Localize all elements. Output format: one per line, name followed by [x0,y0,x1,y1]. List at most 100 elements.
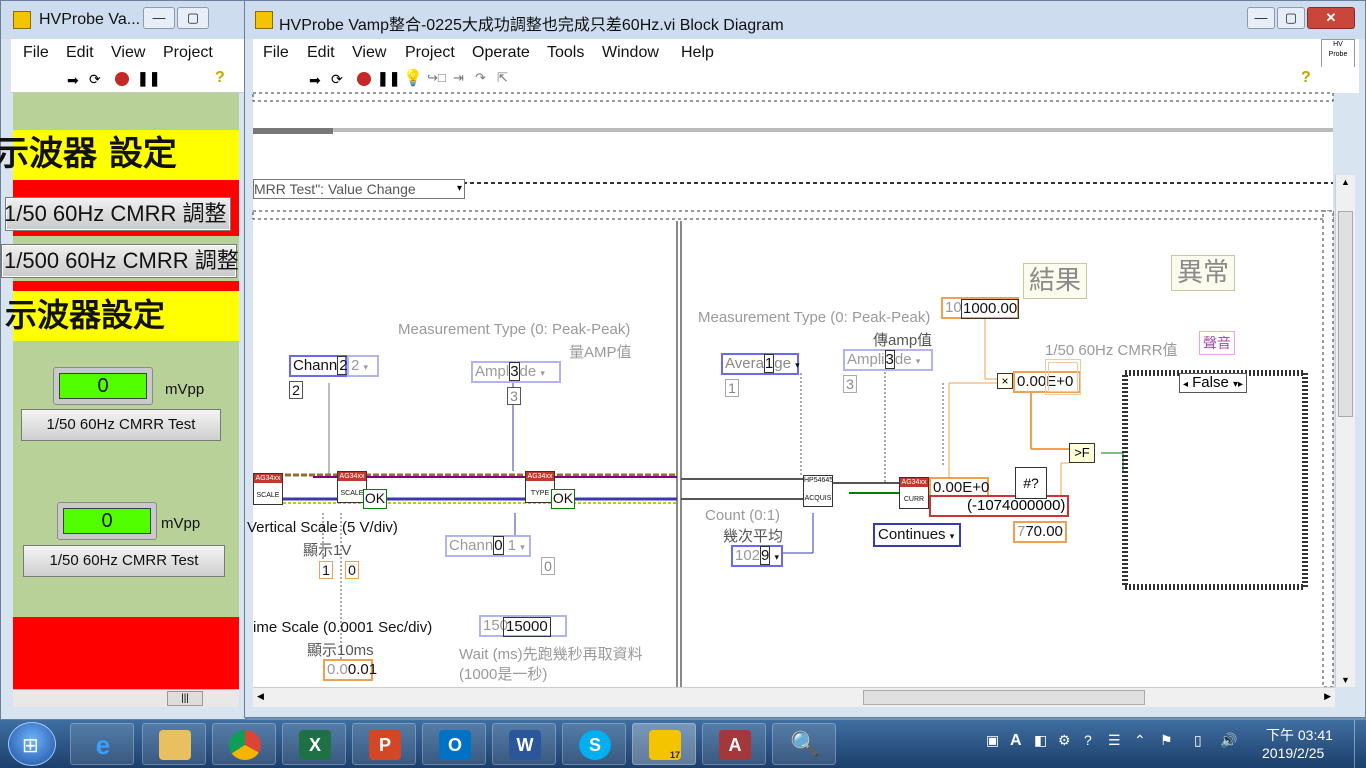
value-770-constant[interactable]: 770.00 [1013,521,1067,543]
red-bar-bottom [13,617,239,691]
channel-bottom-ring[interactable]: Chann0 1 ▾ [445,535,531,557]
case-next-icon[interactable]: ▾▸ [1233,379,1244,390]
diagram-canvas[interactable]: MRR Test": Value Change ▾ Measurement Ty… [247,92,1334,688]
taskbar-chrome[interactable] [212,723,276,765]
event-case-dropdown-icon[interactable]: ▾ [456,183,462,194]
bd-menu-operate[interactable]: Operate [472,44,530,61]
front-titlebar[interactable]: HVProbe Va... — ▢ [1,1,247,39]
front-hscrollbar[interactable]: ||| [13,689,239,707]
count-constant[interactable]: 1029 ▾ [731,545,783,567]
multiply-icon[interactable]: × [997,373,1013,389]
minimize-button[interactable]: — [143,7,175,29]
taskbar-skype[interactable]: S [562,723,626,765]
bd-menu-window[interactable]: Window [602,44,659,61]
bd-menu-project[interactable]: Project [405,44,455,61]
bd-minimize-button[interactable]: — [1247,7,1275,29]
bd-vscroll-down-icon[interactable]: ▼ [1341,675,1350,685]
step-over-icon[interactable]: ↷ [475,70,486,85]
taskbar-outlook[interactable]: O [422,723,486,765]
continues-ring[interactable]: Continues ▾ [873,523,961,547]
scale-node-2[interactable]: AG34xx SCALE [337,471,367,503]
type-node[interactable]: AG34xx TYPE [525,471,555,503]
bd-titlebar[interactable]: HVProbe Vamp整合-0225大成功調整也完成只差60Hz.vi Blo… [245,1,1365,39]
bd-menu-view[interactable]: View [352,44,387,61]
clock-date[interactable]: 2019/2/25 [1262,745,1325,761]
tray-app-icon-1[interactable]: ◧ [1034,732,1048,748]
bd-pause-icon[interactable]: ❚❚ [377,70,401,86]
retain-wire-values-icon[interactable]: ↪□ [427,70,446,85]
taskbar-labview[interactable]: 17 [632,723,696,765]
cmrr-test-button-1[interactable]: 1/50 60Hz CMRR Test [21,409,221,441]
pause-icon[interactable]: ❚❚ [137,70,161,86]
taskbar-explorer[interactable] [142,723,206,765]
bd-vscrollbar[interactable]: ▲ ▼ [1335,175,1355,687]
tray-help-icon[interactable]: ? [1084,732,1092,748]
cmrr-500-adjust-button[interactable]: 1/500 60Hz CMRR 調整 [1,244,239,278]
tray-power-icon[interactable]: ▯ [1194,732,1202,748]
menu-view[interactable]: View [111,44,146,61]
menu-edit[interactable]: Edit [66,44,94,61]
tray-app-icon-2[interactable]: ⚙ [1058,732,1071,748]
bd-maximize-button[interactable]: ▢ [1277,7,1305,29]
bd-menu-help[interactable]: Help [681,44,714,61]
curr-node[interactable]: AG34xx CURR [899,477,929,509]
run-continuously-icon[interactable]: ⟳ [89,71,101,87]
sound-vi-icon[interactable]: #? [1015,467,1047,499]
average-ring[interactable]: Avera1ge ▾ [721,353,800,375]
bd-menu-tools[interactable]: Tools [547,44,585,61]
time-scale-constant[interactable]: 0.00.01 [323,659,377,681]
bd-hscroll-thumb[interactable] [863,690,1145,705]
case-selector[interactable]: ◂ False ▾▸ [1179,373,1247,393]
bd-run-icon[interactable]: ➡ [309,72,321,88]
tray-flag-icon[interactable]: ⚑ [1160,732,1173,748]
taskbar-excel[interactable]: X [282,723,346,765]
bd-vscroll-thumb[interactable] [1338,211,1353,417]
tray-app-icon-3[interactable]: ☰ [1108,732,1121,748]
tray-volume-icon[interactable]: 🔊 [1220,732,1238,748]
bd-abort-icon[interactable] [357,72,371,86]
event-case-selector[interactable]: MRR Test": Value Change ▾ [253,179,465,199]
taskbar-magnifier[interactable]: 🔍 [772,723,836,765]
hp54645-node[interactable]: HP54645 ACQUIS [803,475,833,507]
taskbar-access[interactable]: A [702,723,766,765]
taskbar-word[interactable]: W [492,723,556,765]
clock-time[interactable]: 下午 03:41 [1266,727,1333,743]
tray-network-icon[interactable]: ▣ [986,732,1000,748]
tray-ime-icon[interactable]: A [1010,732,1022,749]
highlight-execution-icon[interactable]: 💡 [403,70,423,87]
amplitude-ring-right[interactable]: Ampli3de ▾ [843,349,933,371]
bd-close-button[interactable]: ✕ [1307,7,1355,29]
help-icon[interactable]: ? [215,69,225,86]
bd-run-continuously-icon[interactable]: ⟳ [331,71,343,87]
channel-ring[interactable]: 2 ▾ [347,355,379,377]
run-arrow-icon[interactable]: ➡ [67,72,79,88]
bd-vscroll-up-icon[interactable]: ▲ [1341,177,1350,187]
amplitude-ring-left[interactable]: Ampl3de ▾ [471,361,561,383]
cmrr-50-adjust-button[interactable]: 1/50 60Hz CMRR 調整 [4,197,231,231]
scale-node-1[interactable]: AG34xx SCALE [253,473,283,505]
step-into-icon[interactable]: ⇥ [453,70,464,85]
front-scroll-thumb[interactable]: ||| [167,691,203,706]
menu-project[interactable]: Project [163,44,213,61]
taskbar-powerpoint[interactable]: P [352,723,416,765]
compare-function-icon[interactable]: >F [1069,443,1095,463]
menu-file[interactable]: File [23,44,49,61]
bd-menu-edit[interactable]: Edit [307,44,335,61]
bd-help-icon[interactable]: ? [1301,69,1311,86]
bd-hscroll-right-icon[interactable]: ▶ [1324,691,1331,701]
taskbar-ie[interactable]: e [70,723,134,765]
bd-menu-file[interactable]: File [263,44,289,61]
windows-start-button[interactable]: ⊞ [8,722,56,766]
show-desktop-button[interactable] [1354,720,1366,768]
case-prev-icon[interactable]: ◂ [1182,379,1188,390]
bd-hscroll-left-icon[interactable]: ◀ [257,691,264,701]
cmrr-test-button-2[interactable]: 1/50 60Hz CMRR Test [23,545,225,577]
abort-icon[interactable] [115,72,129,86]
step-out-icon[interactable]: ⇱ [497,70,508,85]
maximize-button[interactable]: ▢ [177,7,209,29]
bd-hscrollbar[interactable]: ◀ ▶ [253,687,1335,707]
tray-expand-icon[interactable]: ⌃ [1134,732,1146,748]
